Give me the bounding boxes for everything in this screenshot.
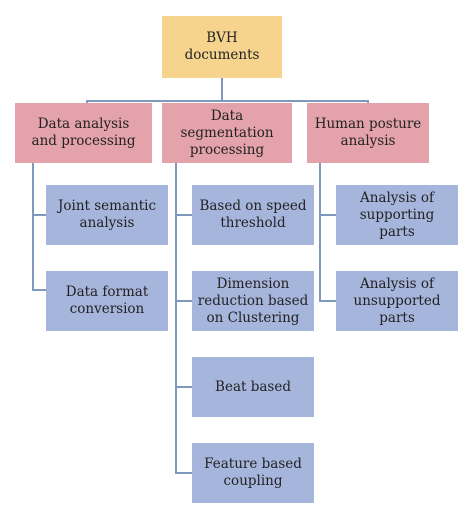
category-bus-connector xyxy=(86,100,369,102)
root-to-bus-connector xyxy=(221,78,223,101)
leaf-node-beat-based: Beat based xyxy=(192,357,314,417)
category-3-trunk-connector xyxy=(319,163,321,302)
category-node-data-analysis: Data analysis and processing xyxy=(15,103,152,163)
category-2-branch-3-connector xyxy=(175,386,192,388)
leaf-node-label: Analysis of supporting parts xyxy=(359,189,435,240)
root-node-label: BVH documents xyxy=(184,30,260,63)
category-1-branch-1-connector xyxy=(32,214,46,216)
category-2-branch-4-connector xyxy=(175,472,192,474)
leaf-node-label: Based on speed threshold xyxy=(199,198,307,231)
leaf-node-label: Analysis of unsupported parts xyxy=(353,275,441,326)
category-1-branch-2-connector xyxy=(32,289,46,291)
category-node-data-segmentation: Data segmentation processing xyxy=(162,103,292,163)
leaf-node-label: Data format conversion xyxy=(65,284,149,317)
leaf-node-label: Beat based xyxy=(215,378,291,395)
leaf-node-joint-semantic-analysis: Joint semantic analysis xyxy=(46,185,168,245)
leaf-node-label: Dimension reduction based on Clustering xyxy=(197,275,309,326)
category-2-branch-2-connector xyxy=(175,300,192,302)
leaf-node-label: Feature based coupling xyxy=(204,456,302,489)
category-node-human-posture: Human posture analysis xyxy=(307,103,429,163)
leaf-node-dimension-reduction: Dimension reduction based on Clustering xyxy=(192,271,314,331)
bus-to-category-1-connector xyxy=(86,100,88,104)
root-node-bvh-documents: BVH documents xyxy=(162,16,282,78)
leaf-node-label: Joint semantic analysis xyxy=(57,198,157,231)
category-1-trunk-connector xyxy=(32,163,34,290)
category-node-label: Data segmentation processing xyxy=(180,107,274,158)
leaf-node-data-format-conversion: Data format conversion xyxy=(46,271,168,331)
category-node-label: Human posture analysis xyxy=(314,116,422,149)
leaf-node-unsupported-parts: Analysis of unsupported parts xyxy=(336,271,458,331)
category-3-branch-2-connector xyxy=(319,300,336,302)
leaf-node-feature-based-coupling: Feature based coupling xyxy=(192,443,314,503)
leaf-node-supporting-parts: Analysis of supporting parts xyxy=(336,185,458,245)
bus-to-category-3-connector xyxy=(367,100,369,104)
category-node-label: Data analysis and processing xyxy=(31,116,136,149)
leaf-node-speed-threshold: Based on speed threshold xyxy=(192,185,314,245)
category-2-branch-1-connector xyxy=(175,214,192,216)
category-2-trunk-connector xyxy=(175,163,177,474)
category-3-branch-1-connector xyxy=(319,214,336,216)
